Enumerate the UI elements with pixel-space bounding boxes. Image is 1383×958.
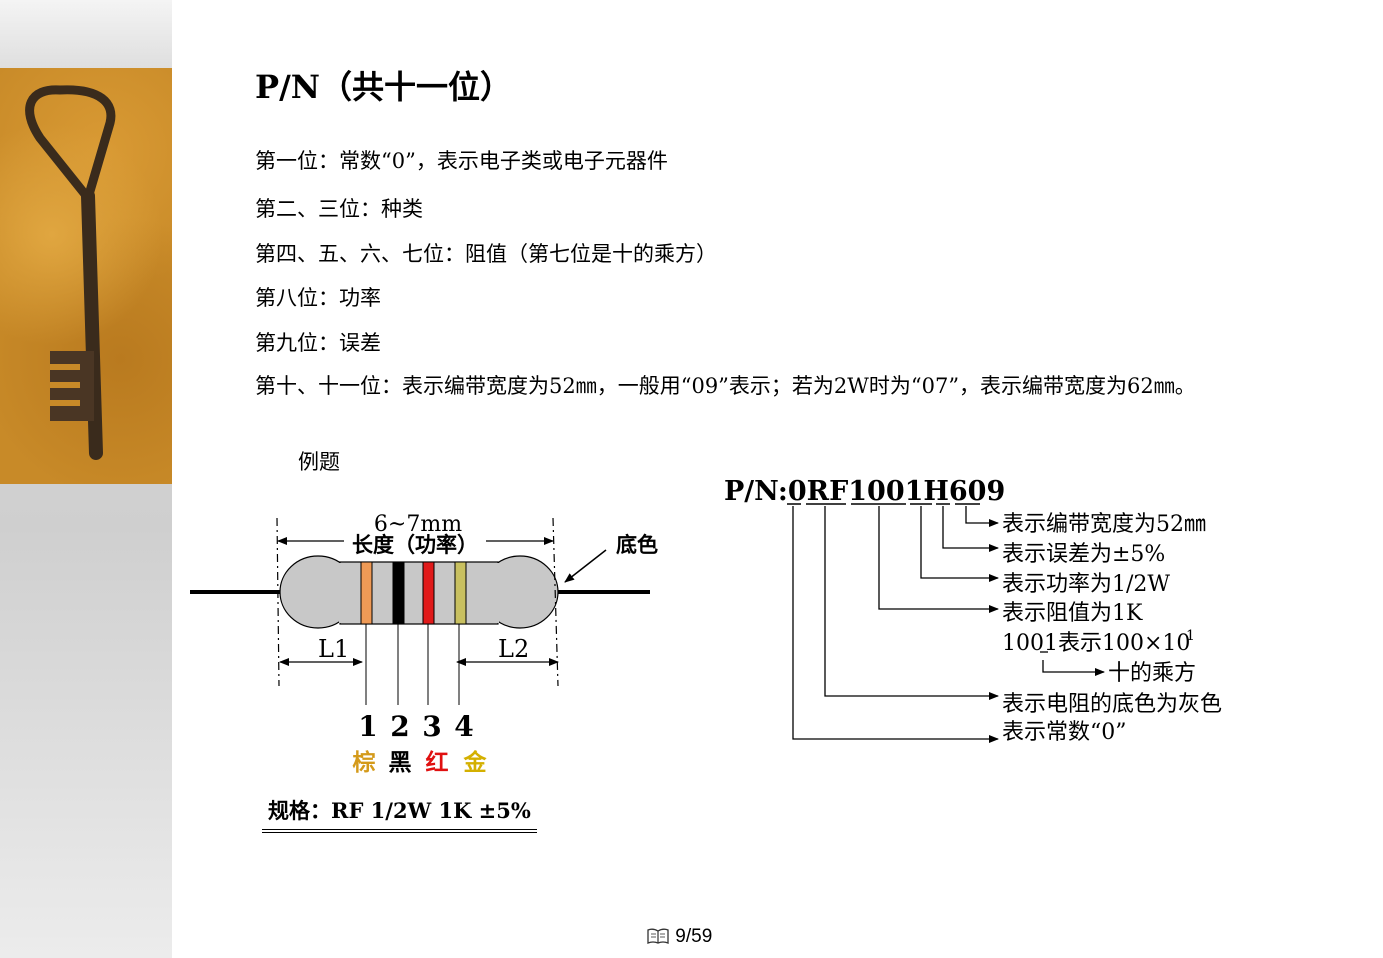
l1-label: L1 [318, 635, 349, 663]
page-number: 9/59 [675, 926, 713, 947]
line-3: 第四、五、六、七位：阻值（第七位是十的乘方） [255, 242, 717, 266]
band-color-name-1: 棕 [353, 749, 376, 776]
pn-annotation-constant: 表示常数“0” [1002, 720, 1127, 745]
resistor-body [279, 555, 559, 629]
pn-annotation-body-color: 表示电阻的底色为灰色 [1002, 692, 1222, 717]
pn-code: P/N:0RF1001H609 [724, 476, 1005, 507]
pn-annotation-resistance: 表示阻值为1K [1002, 601, 1143, 626]
page-title: P/N（共十一位） [255, 68, 513, 106]
band-color-name-2: 黑 [389, 749, 412, 776]
book-icon [646, 927, 670, 951]
color-band-1 [360, 561, 373, 625]
band-color-name-3: 红 [426, 749, 449, 776]
line-1: 第一位：常数“0”，表示电子类或电子元器件 [255, 149, 668, 173]
pn-leaders [792, 506, 1105, 743]
band-number-3: 3 [422, 710, 441, 743]
key-photo [0, 68, 172, 484]
key-icon [25, 85, 116, 460]
pn-annotation-power: 表示功率为1/2W [1002, 572, 1170, 597]
pn-annotation-tape-width: 表示编带宽度为52㎜ [1002, 512, 1206, 537]
line-2: 第二、三位：种类 [255, 197, 423, 221]
pn-annotation-tolerance: 表示误差为±5% [1002, 542, 1165, 567]
band-number-4: 4 [454, 710, 473, 743]
band-number-2: 2 [390, 710, 409, 743]
example-label: 例题 [298, 450, 340, 474]
dimension-text: 6~7mm [374, 512, 462, 537]
length-label: 长度（功率） [352, 532, 478, 557]
color-band-3 [422, 561, 435, 625]
spec-line: 规格：RF 1/2W 1K ±5% [262, 795, 537, 833]
band-color-name-4: 金 [463, 749, 488, 776]
pn-annotation-power-of-ten: 十的乘方 [1108, 661, 1196, 686]
color-band-4 [454, 561, 467, 625]
line-4: 第八位：功率 [255, 286, 381, 310]
pn-annotation-code-meaning: 1001表示100×10 [1002, 631, 1190, 656]
band-number-1: 1 [358, 710, 377, 743]
pn-superscript: 1 [1186, 628, 1195, 644]
color-band-2 [392, 561, 405, 625]
line-5: 第九位：误差 [255, 331, 381, 355]
page-indicator[interactable]: 9/59 [646, 926, 712, 951]
l2-label: L2 [498, 635, 529, 663]
line-6: 第十、十一位：表示编带宽度为52㎜，一般用“09”表示；若为2W时为“07”，表… [255, 374, 1196, 398]
body-color-label: 底色 [616, 532, 658, 557]
